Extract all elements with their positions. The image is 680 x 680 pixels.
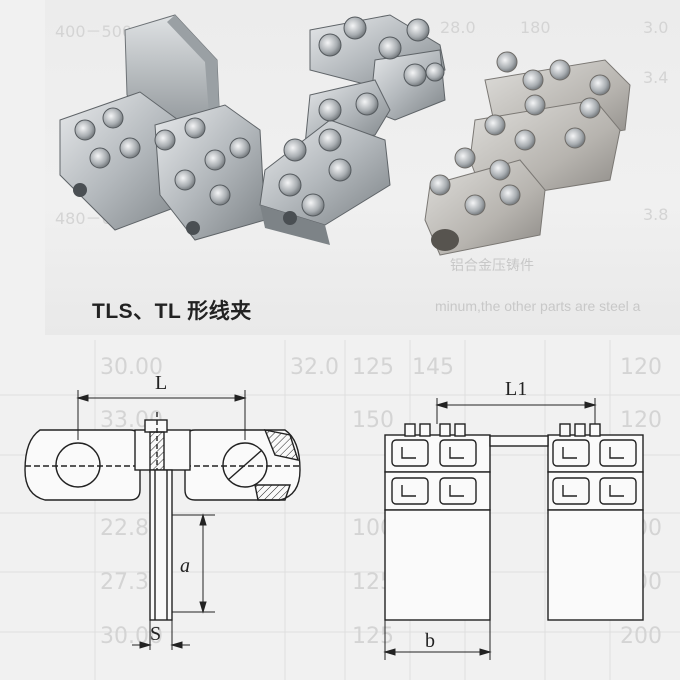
label-a: a: [180, 555, 190, 577]
bg-cell: 120: [620, 408, 662, 433]
bg-cell: 3.4: [643, 68, 669, 87]
bg-cell: 400－500: [55, 22, 133, 41]
dimension-l1: [435, 398, 597, 424]
alloy-clamp-image: [424, 51, 631, 256]
bg-cell: 145: [412, 355, 454, 380]
label-b: b: [425, 630, 435, 652]
dimension-l: [76, 390, 247, 440]
bg-cell: 30.00: [100, 624, 163, 649]
bg-cell: 28.0: [440, 18, 476, 37]
label-s: S: [150, 623, 161, 645]
bg-cell: 32.0: [290, 355, 339, 380]
bg-cell: 200: [620, 624, 662, 649]
product-photo: 400－500 28.0 180 3.0 3.4 480－630 3.8 铝合金…: [45, 0, 680, 335]
tls-clamp-image: [59, 14, 266, 241]
bg-cell: 180: [520, 18, 551, 37]
label-l: L: [155, 372, 167, 394]
bg-cell: 3.0: [643, 18, 669, 37]
bg-cell: 150: [352, 408, 394, 433]
bg-cell: 3.8: [643, 205, 669, 224]
partial-text: 铝合金压铸件: [450, 257, 534, 273]
bg-cell: 125: [352, 355, 394, 380]
dimension-a: [172, 513, 215, 614]
dimension-b: [383, 620, 492, 660]
bg-cell: 125: [352, 624, 394, 649]
clamp-photos: [59, 14, 631, 256]
figure-caption: TLS、TL 形线夹: [92, 300, 252, 323]
tls-side-view: [24, 412, 301, 621]
bg-cell: 30.00: [100, 355, 163, 380]
partial-text: minum,the other parts are steel a: [435, 298, 641, 314]
label-l1: L1: [505, 378, 527, 400]
tl-clamp-image: [259, 14, 446, 245]
dimension-s: [132, 620, 190, 650]
bg-cell: 120: [620, 355, 662, 380]
tl-front-view: [384, 423, 644, 621]
